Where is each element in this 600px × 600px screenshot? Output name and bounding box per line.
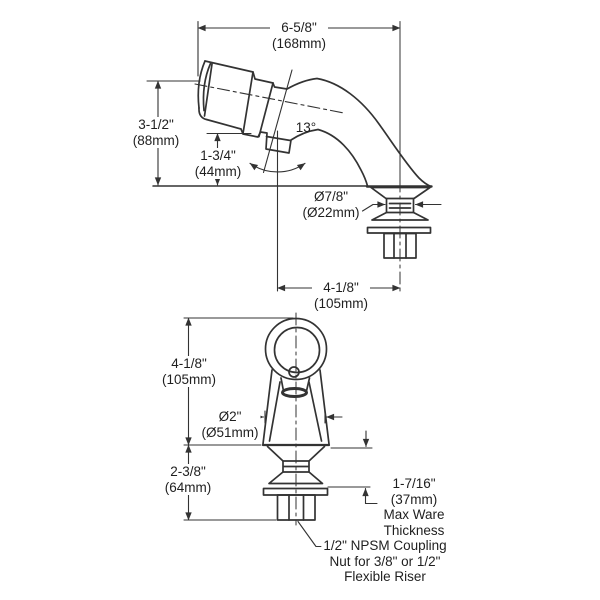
outlet-opening	[281, 387, 308, 398]
spout-top-profile	[204, 60, 432, 188]
base-diameter-label: Ø2" (Ø51mm)	[199, 409, 261, 440]
outlet-stub	[280, 377, 311, 392]
mounting-washer-plate	[366, 226, 432, 234]
outlet-angle-label: 13°	[295, 120, 317, 135]
dim-outlet-height-label: 1-3/4" (44mm)	[192, 148, 244, 179]
angle-arc	[249, 162, 306, 173]
side-view-dimensions	[146, 20, 442, 292]
cone-inner-edges	[268, 381, 323, 442]
head-division-lines	[203, 63, 274, 138]
dim-deck-height-label: 3-1/2" (88mm)	[130, 117, 182, 148]
shank-diameter-label: Ø7/8" (Ø22mm)	[300, 189, 362, 220]
front-nut-facets	[288, 494, 305, 521]
head-centerline	[194, 83, 345, 114]
coupling-note-leader	[297, 520, 323, 548]
front-view-faucet-outline	[261, 317, 331, 521]
cone-outer-edges	[262, 369, 330, 445]
base-dia-ticks	[264, 410, 326, 424]
spout-bottom-profile	[198, 107, 369, 187]
front-upper-bell	[266, 445, 326, 462]
outlet-tab-line	[265, 135, 292, 142]
head-inner-circle	[273, 326, 321, 374]
shank-dia-leader	[361, 203, 374, 212]
dim-overall-width-label: 6-5/8" (168mm)	[269, 20, 329, 51]
dim-spout-reach-label: 4-1/8" (105mm)	[311, 280, 371, 311]
coupling-nut-facets	[393, 232, 407, 259]
spout-cap-face	[197, 60, 206, 109]
max-ware-thickness-label: 1-7/16" (37mm) Max Ware Thickness	[381, 476, 447, 538]
coupling-nut-note: 1/2" NPSM Coupling Nut for 3/8" or 1/2" …	[321, 538, 449, 585]
dim-under-deck-label: 2-3/8" (64mm)	[162, 464, 214, 495]
angle-slant-reference	[262, 69, 293, 174]
dim-body-height-label: 4-1/8" (105mm)	[159, 356, 219, 387]
side-view-faucet-outline	[152, 60, 433, 259]
head-knob-circle	[288, 366, 300, 378]
side-view	[146, 20, 442, 293]
